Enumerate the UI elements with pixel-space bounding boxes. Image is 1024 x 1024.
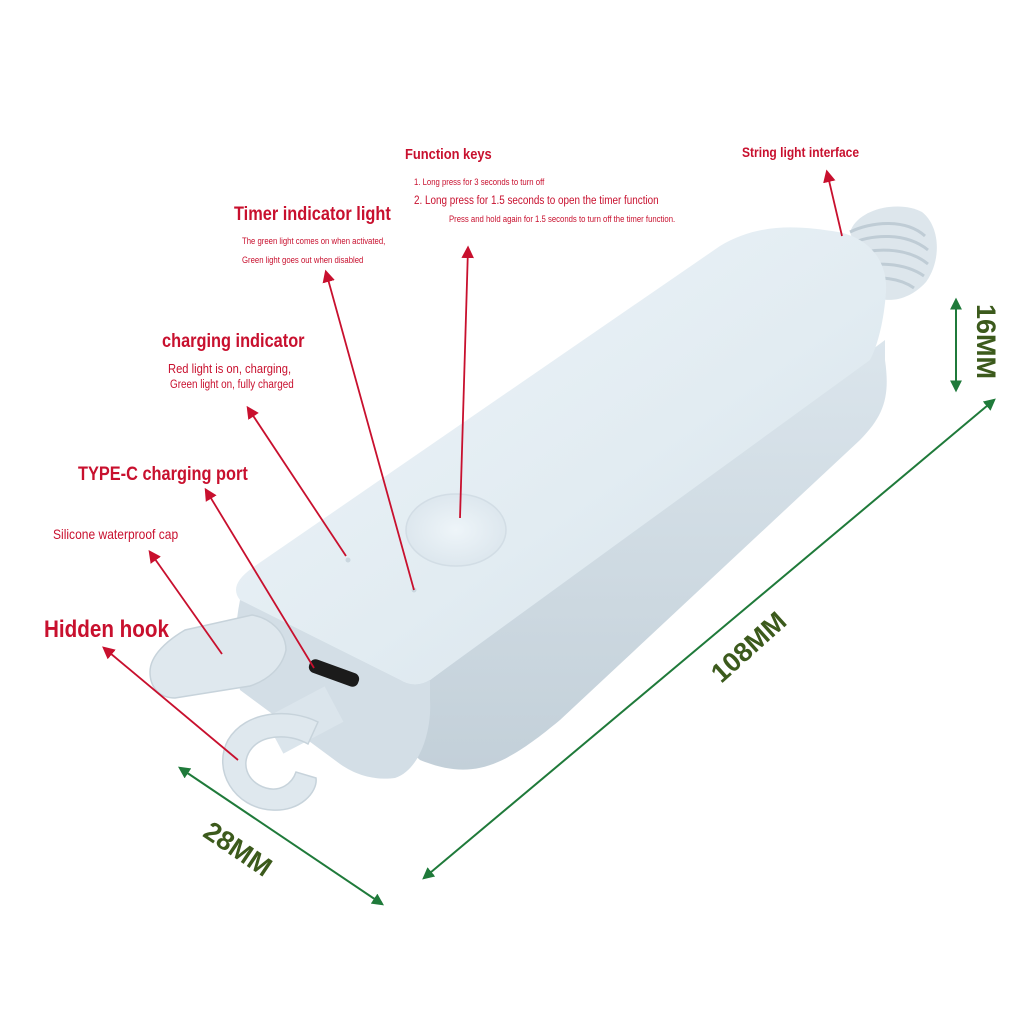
charging-line2: Green light on, fully charged [170, 379, 294, 391]
function-keys-line1: 1. Long press for 3 seconds to turn off [414, 177, 545, 187]
dimension-arrows [178, 297, 996, 906]
timer-title: Timer indicator light [234, 204, 391, 225]
arrow-timer [322, 269, 415, 591]
typec-title: TYPE-C charging port [78, 464, 248, 485]
charging-line1: Red light is on, charging, [168, 361, 292, 376]
timer-line2: Green light goes out when disabled [242, 255, 364, 265]
cap-title: Silicone waterproof cap [53, 526, 179, 542]
function-keys-line3: Press and hold again for 1.5 seconds to … [449, 214, 676, 224]
function-keys-title: Function keys [405, 146, 492, 163]
function-key-button [405, 493, 507, 567]
dim-arrow-length [422, 398, 996, 880]
function-keys-line2: 2. Long press for 1.5 seconds to open th… [414, 195, 659, 207]
timer-line1: The green light comes on when activated, [242, 236, 386, 246]
device-body [235, 227, 887, 779]
arrow-hook [102, 646, 239, 761]
hook-title: Hidden hook [44, 616, 169, 643]
dim-arrow-width [178, 766, 384, 906]
usb-c-port [308, 659, 360, 687]
arrow-charging [246, 405, 347, 557]
charging-led [345, 557, 351, 563]
charging-title: charging indicator [162, 331, 305, 352]
waterproof-cap [149, 614, 287, 699]
dim-height-text: 16MM [971, 303, 1002, 380]
arrow-cap [148, 549, 223, 655]
string-light-title: String light interface [742, 144, 860, 160]
arrow-typec [204, 487, 315, 669]
arrow-string-light [823, 169, 843, 237]
